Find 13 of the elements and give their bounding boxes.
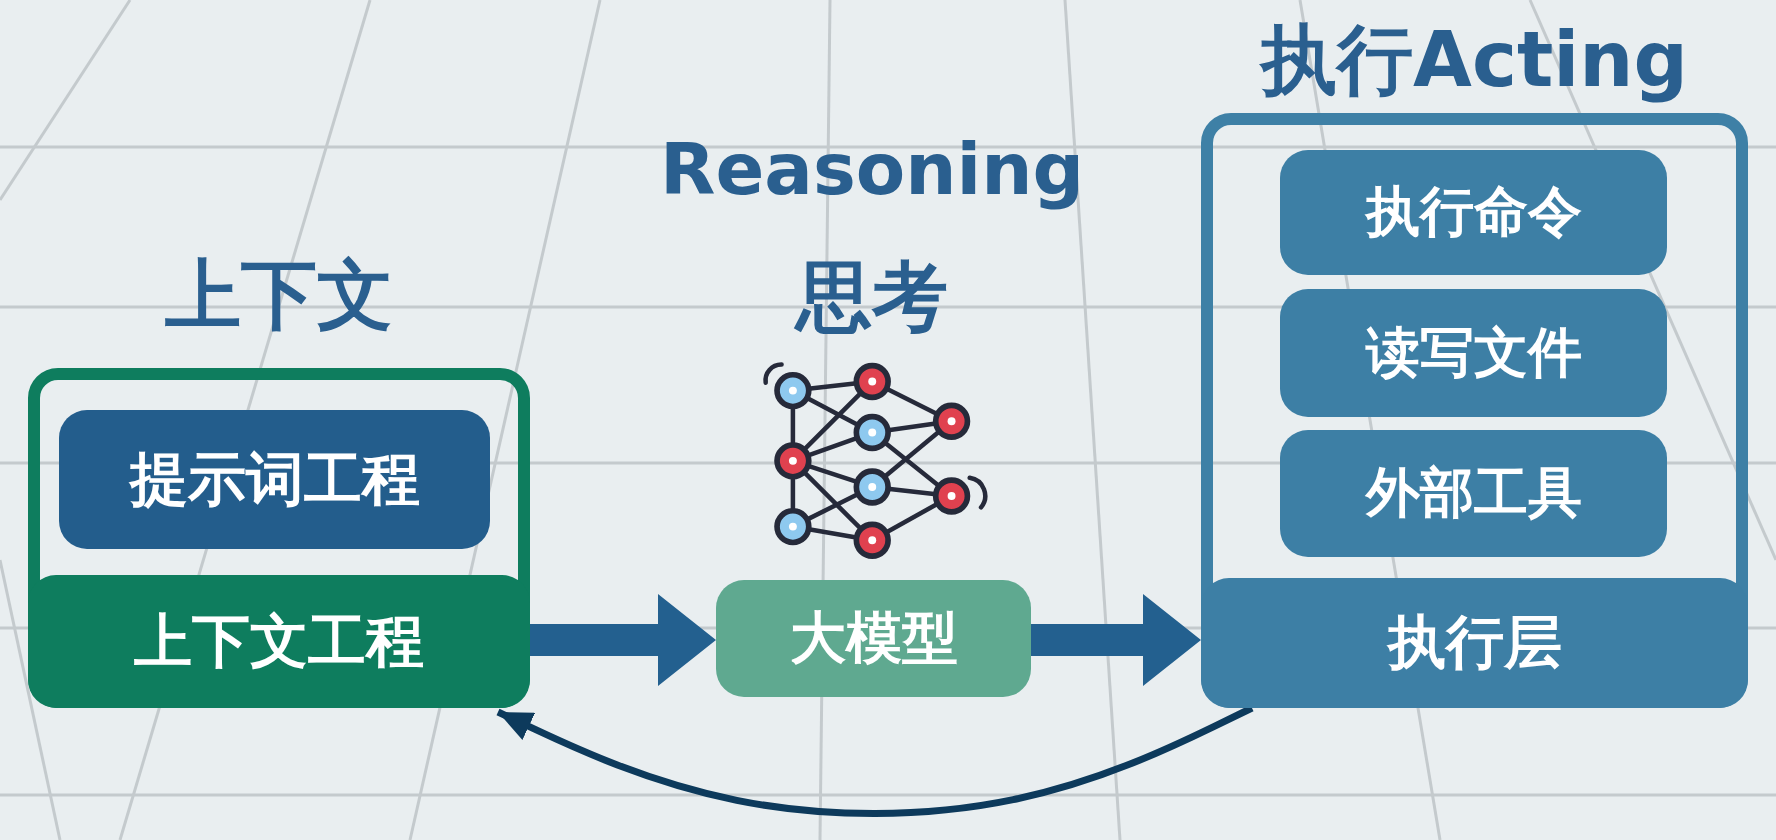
group-heading: 上下文: [164, 249, 394, 341]
process-box: 读写文件: [1280, 289, 1667, 417]
process-box: 外部工具: [1280, 430, 1667, 557]
process-box: 执行命令: [1280, 150, 1667, 275]
heading-text: Reasoning: [659, 126, 1085, 214]
process-box: 上下文工程: [28, 575, 530, 708]
arrow: [1031, 594, 1201, 686]
heading-text: 思考: [793, 250, 949, 343]
arrow: [530, 594, 716, 686]
process-box: 大模型: [716, 580, 1031, 697]
group-heading: 执行Acting: [1258, 14, 1689, 106]
process-box: 提示词工程: [59, 410, 490, 549]
process-box: 执行层: [1201, 578, 1748, 708]
